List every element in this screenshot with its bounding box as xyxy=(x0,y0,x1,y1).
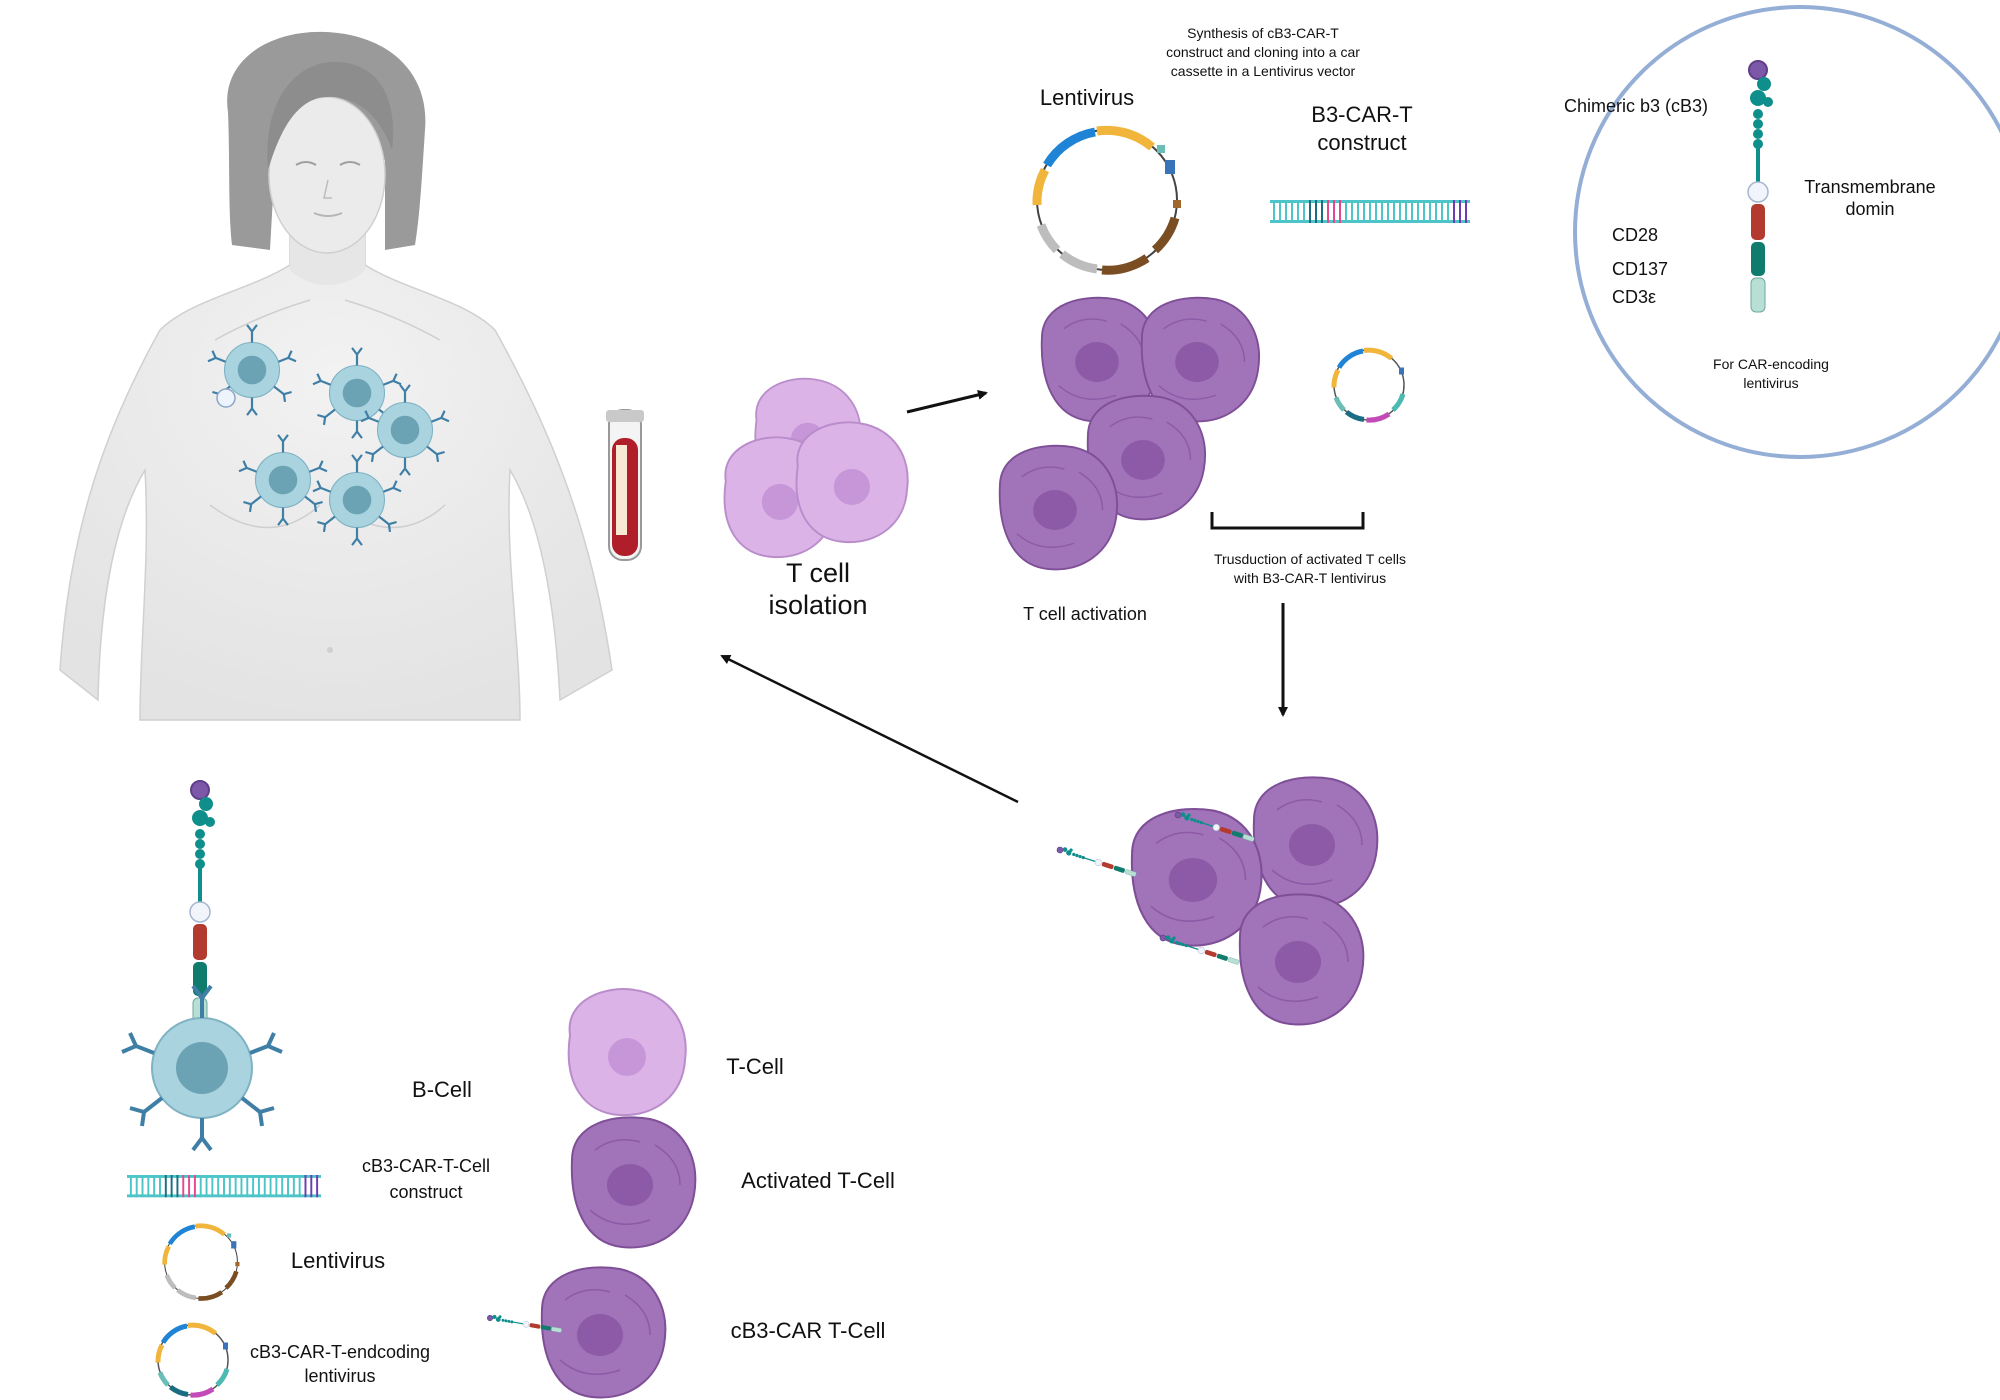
blood-tube-icon xyxy=(606,409,644,561)
patient-figure xyxy=(59,31,613,721)
cd3e-label: CD3ε xyxy=(1612,287,1656,307)
legend-car-t-label: cB3-CAR T-Cell xyxy=(731,1318,886,1343)
cd28-label: CD28 xyxy=(1612,225,1658,245)
arrow-to-activation xyxy=(906,390,988,414)
legend-b-cell-label: B-Cell xyxy=(412,1077,472,1102)
free-cell-icon xyxy=(216,388,236,408)
activated-t-cell-icon xyxy=(570,1116,697,1249)
car-receptor-icon xyxy=(1055,844,1138,879)
legend-t-cell-label: T-Cell xyxy=(726,1054,783,1079)
cd137-label: CD137 xyxy=(1612,259,1668,279)
plasmid-icon xyxy=(1037,130,1181,270)
b-cells-on-chest xyxy=(206,323,451,547)
dna-strand-icon xyxy=(126,1174,322,1199)
transmembrane-label: domin xyxy=(1845,199,1894,219)
transmembrane-label: Transmembrane xyxy=(1804,177,1935,197)
t-cell-cluster xyxy=(723,377,909,559)
b-cell-icon xyxy=(120,984,284,1152)
legend: B-Cell T-Cell cB3-CAR-T-Cell construct A… xyxy=(120,780,895,1399)
synthesis-label: Synthesis of cB3-CAR-T xyxy=(1187,25,1339,41)
construct-label: B3-CAR-T xyxy=(1311,102,1412,127)
car-encoding-plasmid-icon xyxy=(1334,350,1404,420)
legend-lentivirus-label: Lentivirus xyxy=(291,1248,385,1273)
inset-footer: lentivirus xyxy=(1743,375,1798,391)
tcell-activation-label: T cell activation xyxy=(1023,604,1147,624)
legend-construct-label: construct xyxy=(389,1182,462,1202)
activated-t-cell-icon xyxy=(1252,776,1379,909)
arrow-to-patient xyxy=(720,654,1019,804)
activated-t-cell-icon xyxy=(1238,893,1365,1026)
legend-construct-label: cB3-CAR-T-Cell xyxy=(362,1156,490,1176)
plasmid-icon xyxy=(165,1226,240,1299)
car-structure-inset: Chimeric b3 (cB3) Transmembrane domin CD… xyxy=(1564,5,2000,459)
legend-activated-label: Activated T-Cell xyxy=(741,1168,895,1193)
car-t-cell-cluster xyxy=(1055,776,1379,1026)
activated-t-cell-icon xyxy=(998,444,1118,571)
car-encoding-plasmid-icon xyxy=(158,1325,228,1395)
dna-strand-icon xyxy=(1269,199,1471,224)
synthesis-label: cassette in a Lentivirus vector xyxy=(1171,63,1356,79)
transduction-label: Trusduction of activated T cells xyxy=(1214,551,1406,567)
transduction-label: with B3-CAR-T lentivirus xyxy=(1233,570,1386,586)
t-cell-icon xyxy=(567,988,687,1117)
legend-encoding-label: cB3-CAR-T-endcoding xyxy=(250,1342,430,1362)
chimeric-label: Chimeric b3 (cB3) xyxy=(1564,96,1708,116)
inset-footer: For CAR-encoding xyxy=(1713,356,1829,372)
lentivirus-label: Lentivirus xyxy=(1040,85,1134,110)
tcell-isolation-label: isolation xyxy=(768,590,867,620)
construct-label: construct xyxy=(1317,130,1406,155)
synthesis-label: construct and cloning into a car xyxy=(1166,44,1360,60)
tcell-isolation-label: T cell xyxy=(786,558,850,588)
transduction-bracket xyxy=(1210,512,1365,530)
t-cell-icon xyxy=(795,421,909,544)
legend-encoding-label: lentivirus xyxy=(304,1366,375,1386)
